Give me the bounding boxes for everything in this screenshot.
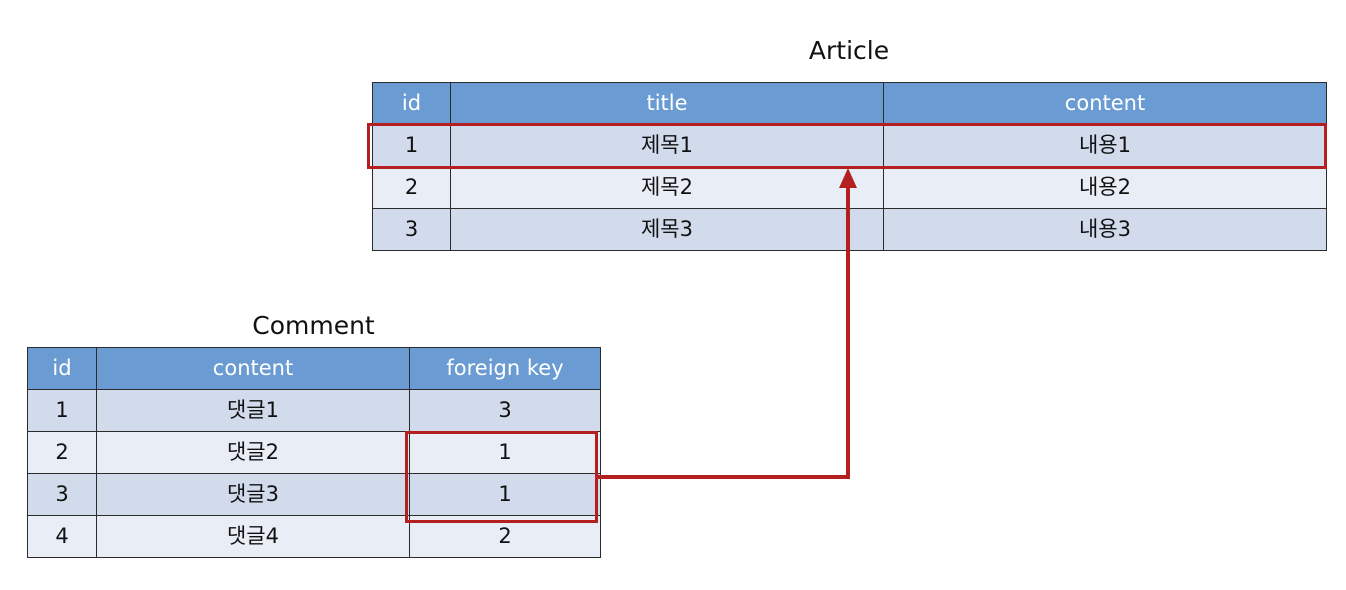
article-cell-title: 제목2 (450, 166, 884, 209)
comment-cell-id: 4 (27, 515, 97, 558)
article-row: 3 제목3 내용3 (372, 208, 1327, 251)
article-row: 2 제목2 내용2 (372, 166, 1327, 209)
comment-col-content: content (96, 347, 410, 390)
comment-col-foreign-key: foreign key (409, 347, 601, 390)
comment-row: 2 댓글2 1 (27, 431, 601, 474)
comment-cell-id: 1 (27, 389, 97, 432)
article-cell-id: 1 (372, 124, 451, 167)
article-header-row: id title content (372, 82, 1327, 125)
article-col-content: content (883, 82, 1327, 125)
article-col-id: id (372, 82, 451, 125)
comment-cell-content: 댓글4 (96, 515, 410, 558)
article-table-title: Article (808, 36, 890, 65)
comment-header-row: id content foreign key (27, 347, 601, 390)
article-table: id title content 1 제목1 내용1 2 제목2 내용2 3 제… (372, 82, 1327, 251)
comment-cell-foreign-key: 3 (409, 389, 601, 432)
foreign-key-arrow-line (598, 188, 850, 479)
article-row: 1 제목1 내용1 (372, 124, 1327, 167)
comment-row: 3 댓글3 1 (27, 473, 601, 516)
article-cell-content: 내용1 (883, 124, 1327, 167)
comment-table: id content foreign key 1 댓글1 3 2 댓글2 1 3… (27, 347, 601, 558)
comment-cell-id: 2 (27, 431, 97, 474)
article-cell-content: 내용2 (883, 166, 1327, 209)
comment-col-id: id (27, 347, 97, 390)
article-cell-title: 제목3 (450, 208, 884, 251)
comment-cell-content: 댓글3 (96, 473, 410, 516)
comment-cell-content: 댓글1 (96, 389, 410, 432)
comment-row: 1 댓글1 3 (27, 389, 601, 432)
comment-table-title: Comment (252, 311, 375, 340)
article-cell-title: 제목1 (450, 124, 884, 167)
comment-cell-content: 댓글2 (96, 431, 410, 474)
article-col-title: title (450, 82, 884, 125)
article-cell-content: 내용3 (883, 208, 1327, 251)
foreign-key-arrow-head (839, 168, 857, 188)
comment-cell-id: 3 (27, 473, 97, 516)
